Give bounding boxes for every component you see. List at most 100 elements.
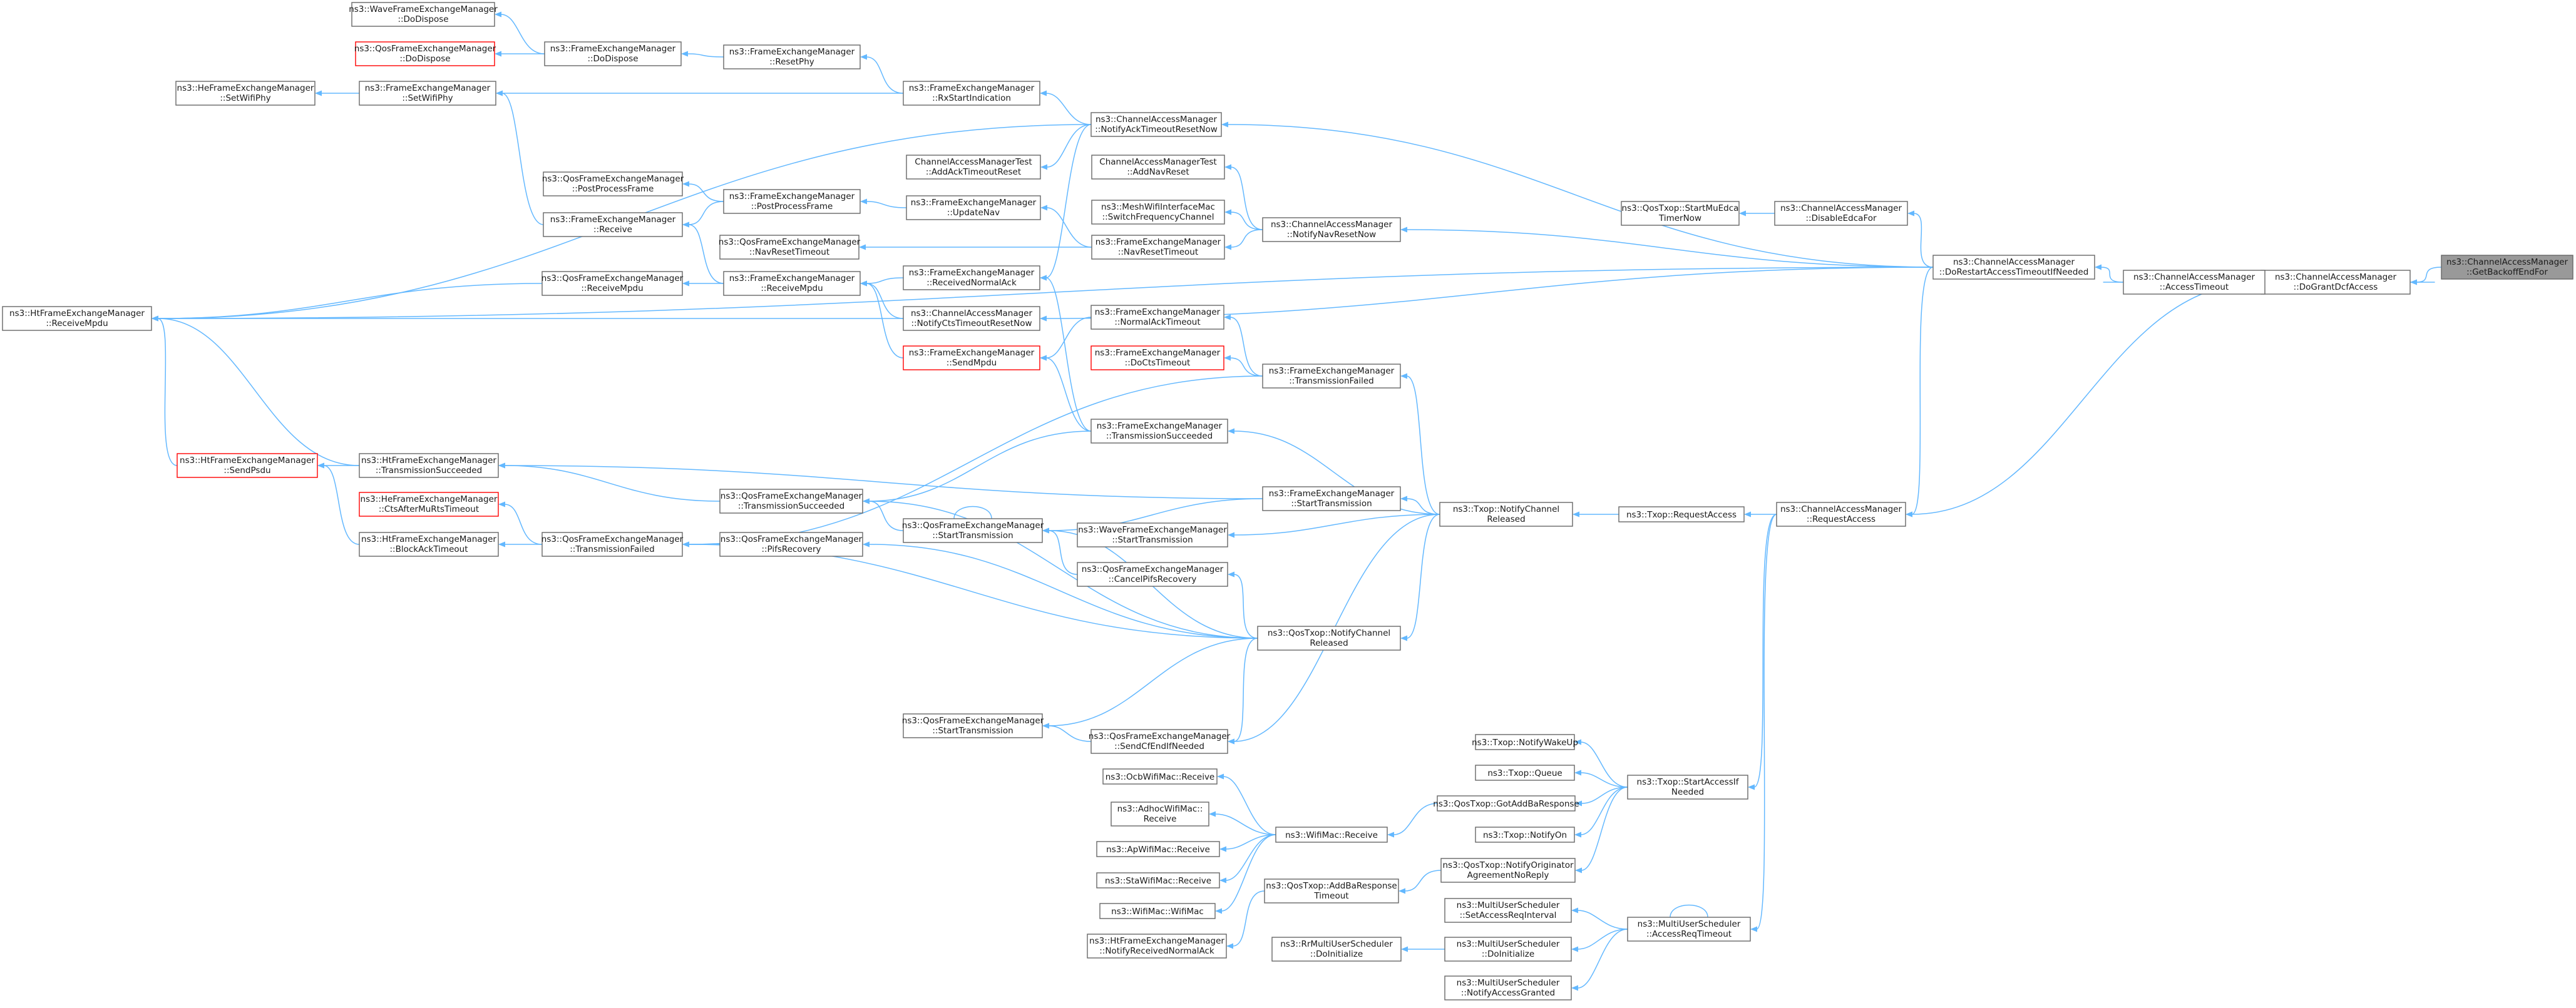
arrowhead-icon — [1575, 867, 1582, 873]
graph-node-he-setwifiphy[interactable]: ns3::HeFrameExchangeManager::SetWifiPhy — [175, 81, 316, 106]
node-label-line: ns3::QosFrameExchangeManager — [719, 237, 861, 247]
node-box — [1090, 729, 1228, 754]
graph-node-qos-sendcfend[interactable]: ns3::QosFrameExchangeManager::SendCfEndI… — [1089, 729, 1231, 754]
node-box — [1627, 917, 1751, 942]
graph-node-qos-navreset[interactable]: ns3::QosFrameExchangeManager::NavResetTi… — [719, 235, 861, 260]
graph-node-qos-rmpdu[interactable]: ns3::QosFrameExchangeManager::ReceiveMpd… — [541, 271, 684, 296]
node-box — [1444, 975, 1572, 1000]
graph-node-mesh-sfc[interactable]: ns3::MeshWifiInterfaceMac::SwitchFrequen… — [1091, 200, 1225, 225]
graph-node-mus-doinit[interactable]: ns3::MultiUserScheduler::DoInitialize — [1444, 937, 1572, 962]
node-box — [1096, 841, 1220, 857]
graph-node-mus-art[interactable]: ns3::MultiUserScheduler::AccessReqTimeou… — [1627, 917, 1751, 942]
graph-node-qos-gotba[interactable]: ns3::QosTxop::GotAddBaResponse — [1433, 795, 1579, 812]
graph-node-ocb-rx[interactable]: ns3::OcbWifiMac::Receive — [1102, 768, 1218, 785]
graph-node-fem-txfail[interactable]: ns3::FrameExchangeManager::TransmissionF… — [1262, 364, 1401, 389]
node-box — [719, 532, 863, 557]
graph-node-qos-starttx[interactable]: ns3::QosFrameExchangeManager::StartTrans… — [902, 518, 1044, 543]
arrowhead-icon — [682, 221, 689, 228]
arrowhead-icon — [1571, 946, 1578, 952]
graph-node-ht-bat[interactable]: ns3::HtFrameExchangeManager::BlockAckTim… — [359, 532, 499, 557]
graph-node-wifimac-ctor[interactable]: ns3::WifiMac::WifiMac — [1099, 903, 1216, 919]
graph-node-nackrn[interactable]: ns3::ChannelAccessManager::NotifyAckTime… — [1090, 112, 1222, 137]
node-label-line: ::TransmissionSucceeded — [738, 501, 844, 511]
graph-node-fem-resetphy[interactable]: ns3::FrameExchangeManager::ResetPhy — [723, 44, 861, 69]
graph-node-rr-doinit[interactable]: ns3::RrMultiUserScheduler::DoInitialize — [1271, 937, 1402, 962]
graph-node-txop-on[interactable]: ns3::Txop::NotifyOn — [1475, 827, 1575, 843]
graph-node-fem-receive[interactable]: ns3::FrameExchangeManager::Receive — [543, 212, 683, 237]
graph-node-fem-rmpdu[interactable]: ns3::FrameExchangeManager::ReceiveMpdu — [723, 271, 861, 296]
graph-node-sta-rx[interactable]: ns3::StaWifiMac::Receive — [1096, 872, 1220, 888]
graph-node-cam-test-ack[interactable]: ChannelAccessManagerTest::AddAckTimeoutR… — [906, 155, 1041, 180]
graph-node-reqacc[interactable]: ns3::ChannelAccessManager::RequestAccess — [1776, 502, 1906, 527]
graph-node-qos-dodispose[interactable]: ns3::QosFrameExchangeManager::DoDispose — [354, 41, 496, 66]
graph-node-acct[interactable]: ns3::ChannelAccessManager::AccessTimeout — [2123, 270, 2266, 295]
graph-node-root: ns3::ChannelAccessManager::GetBackoffEnd… — [2441, 255, 2573, 280]
graph-node-qos-txsucc[interactable]: ns3::QosFrameExchangeManager::Transmissi… — [719, 489, 863, 514]
graph-node-fem-updatenav[interactable]: ns3::FrameExchangeManager::UpdateNav — [906, 195, 1041, 220]
graph-node-qos-cancelpifs[interactable]: ns3::QosFrameExchangeManager::CancelPifs… — [1077, 562, 1228, 587]
graph-node-qos-pifs[interactable]: ns3::QosFrameExchangeManager::PifsRecove… — [719, 532, 863, 557]
node-label-line: ::TransmissionFailed — [1289, 376, 1373, 386]
graph-node-nnavrn[interactable]: ns3::ChannelAccessManager::NotifyNavRese… — [1262, 217, 1401, 242]
graph-node-disedca[interactable]: ns3::ChannelAccessManager::DisableEdcaFo… — [1774, 201, 1908, 226]
node-label-line: ns3::QosFrameExchangeManager — [721, 534, 863, 544]
arrowhead-icon — [1040, 205, 1047, 211]
graph-node-dgdca[interactable]: ns3::ChannelAccessManager::DoGrantDcfAcc… — [2260, 270, 2411, 295]
graph-node-fem-rxstart[interactable]: ns3::FrameExchangeManager::RxStartIndica… — [903, 81, 1040, 106]
graph-node-ap-rx[interactable]: ns3::ApWifiMac::Receive — [1096, 841, 1220, 857]
graph-node-qos-noanr[interactable]: ns3::QosTxop::NotifyOriginatorAgreementN… — [1440, 858, 1576, 883]
graph-node-qos-txfail[interactable]: ns3::QosFrameExchangeManager::Transmissi… — [541, 532, 684, 557]
graph-node-fem-sendmpdu[interactable]: ns3::FrameExchangeManager::SendMpdu — [903, 345, 1040, 370]
node-label-line: ::TransmissionSucceeded — [376, 466, 482, 476]
graph-node-he-ctsafter[interactable]: ns3::HeFrameExchangeManager::CtsAfterMuR… — [359, 492, 499, 517]
graph-node-txop-queue[interactable]: ns3::Txop::Queue — [1475, 765, 1575, 781]
graph-node-fem-docts[interactable]: ns3::FrameExchangeManager::DoCtsTimeout — [1090, 345, 1224, 370]
node-label-line: ::RxStartIndication — [932, 93, 1011, 103]
node-box — [1439, 502, 1573, 527]
node-box — [903, 265, 1040, 290]
graph-node-fem-starttx[interactable]: ns3::FrameExchangeManager::StartTransmis… — [1262, 486, 1401, 511]
node-box — [903, 518, 1043, 543]
graph-node-mus-sari[interactable]: ns3::MultiUserScheduler::SetAccessReqInt… — [1444, 898, 1572, 923]
graph-node-wave-dodispose[interactable]: ns3::WaveFrameExchangeManager::DoDispose — [349, 2, 498, 27]
graph-node-drat[interactable]: ns3::ChannelAccessManager::DoRestartAcce… — [1932, 255, 2095, 280]
node-box — [1099, 903, 1216, 919]
call-edge-cam-test-nav-to-nnavrn — [1230, 166, 1263, 230]
graph-node-txop-wakeup[interactable]: ns3::Txop::NotifyWakeUp — [1472, 734, 1578, 750]
arrowhead-icon — [1224, 209, 1231, 215]
graph-node-ncrn[interactable]: ns3::ChannelAccessManager::NotifyCtsTime… — [903, 306, 1040, 331]
arrowhead-icon — [1228, 428, 1234, 434]
graph-node-wave-starttx[interactable]: ns3::WaveFrameExchangeManager::StartTran… — [1077, 522, 1228, 547]
graph-node-qos-ppf[interactable]: ns3::QosFrameExchangeManager::PostProces… — [542, 171, 684, 196]
node-box — [359, 532, 499, 557]
graph-node-mus-nag[interactable]: ns3::MultiUserScheduler::NotifyAccessGra… — [1444, 975, 1572, 1000]
node-label-line: ::DoDispose — [587, 54, 638, 64]
graph-node-fem-setwifiphy[interactable]: ns3::FrameExchangeManager::SetWifiPhy — [359, 81, 496, 106]
graph-node-ht-sendpsdu[interactable]: ns3::HtFrameExchangeManager::SendPsdu — [177, 453, 318, 478]
graph-node-fem-ppf[interactable]: ns3::FrameExchangeManager::PostProcessFr… — [723, 189, 861, 214]
arrowhead-icon — [863, 541, 870, 547]
graph-node-ht-txsucc[interactable]: ns3::HtFrameExchangeManager::Transmissio… — [359, 453, 499, 478]
arrowhead-icon — [2410, 279, 2417, 285]
graph-node-fem-nat[interactable]: ns3::FrameExchangeManager::NormalAckTime… — [1090, 305, 1224, 330]
node-label-line: ::SetAccessReqInterval — [1460, 910, 1557, 920]
graph-node-fem-txsucc[interactable]: ns3::FrameExchangeManager::TransmissionS… — [1090, 419, 1228, 444]
graph-node-adhoc-rx[interactable]: ns3::AdhocWifiMac::Receive — [1111, 802, 1209, 827]
graph-node-qos-starttx2[interactable]: ns3::QosFrameExchangeManager::StartTrans… — [902, 713, 1044, 738]
node-box — [1475, 827, 1575, 843]
graph-node-ht-nrna[interactable]: ns3::HtFrameExchangeManager::NotifyRecei… — [1087, 934, 1227, 959]
node-label-line: Needed — [1671, 787, 1704, 797]
graph-node-txreqacc[interactable]: ns3::Txop::RequestAccess — [1618, 506, 1745, 522]
graph-node-fem-dodispose[interactable]: ns3::FrameExchangeManager::DoDispose — [544, 41, 682, 66]
graph-node-fem-rna[interactable]: ns3::FrameExchangeManager::ReceivedNorma… — [903, 265, 1040, 290]
graph-node-wifimac-rx[interactable]: ns3::WifiMac::Receive — [1275, 827, 1388, 843]
graph-node-cam-test-nav[interactable]: ChannelAccessManagerTest::AddNavReset — [1091, 155, 1225, 180]
graph-node-ht-rmpdu[interactable]: ns3::HtFrameExchangeManager::ReceiveMpdu — [2, 306, 152, 331]
graph-node-fem-navreset[interactable]: ns3::FrameExchangeManager::NavResetTimeo… — [1091, 235, 1225, 260]
